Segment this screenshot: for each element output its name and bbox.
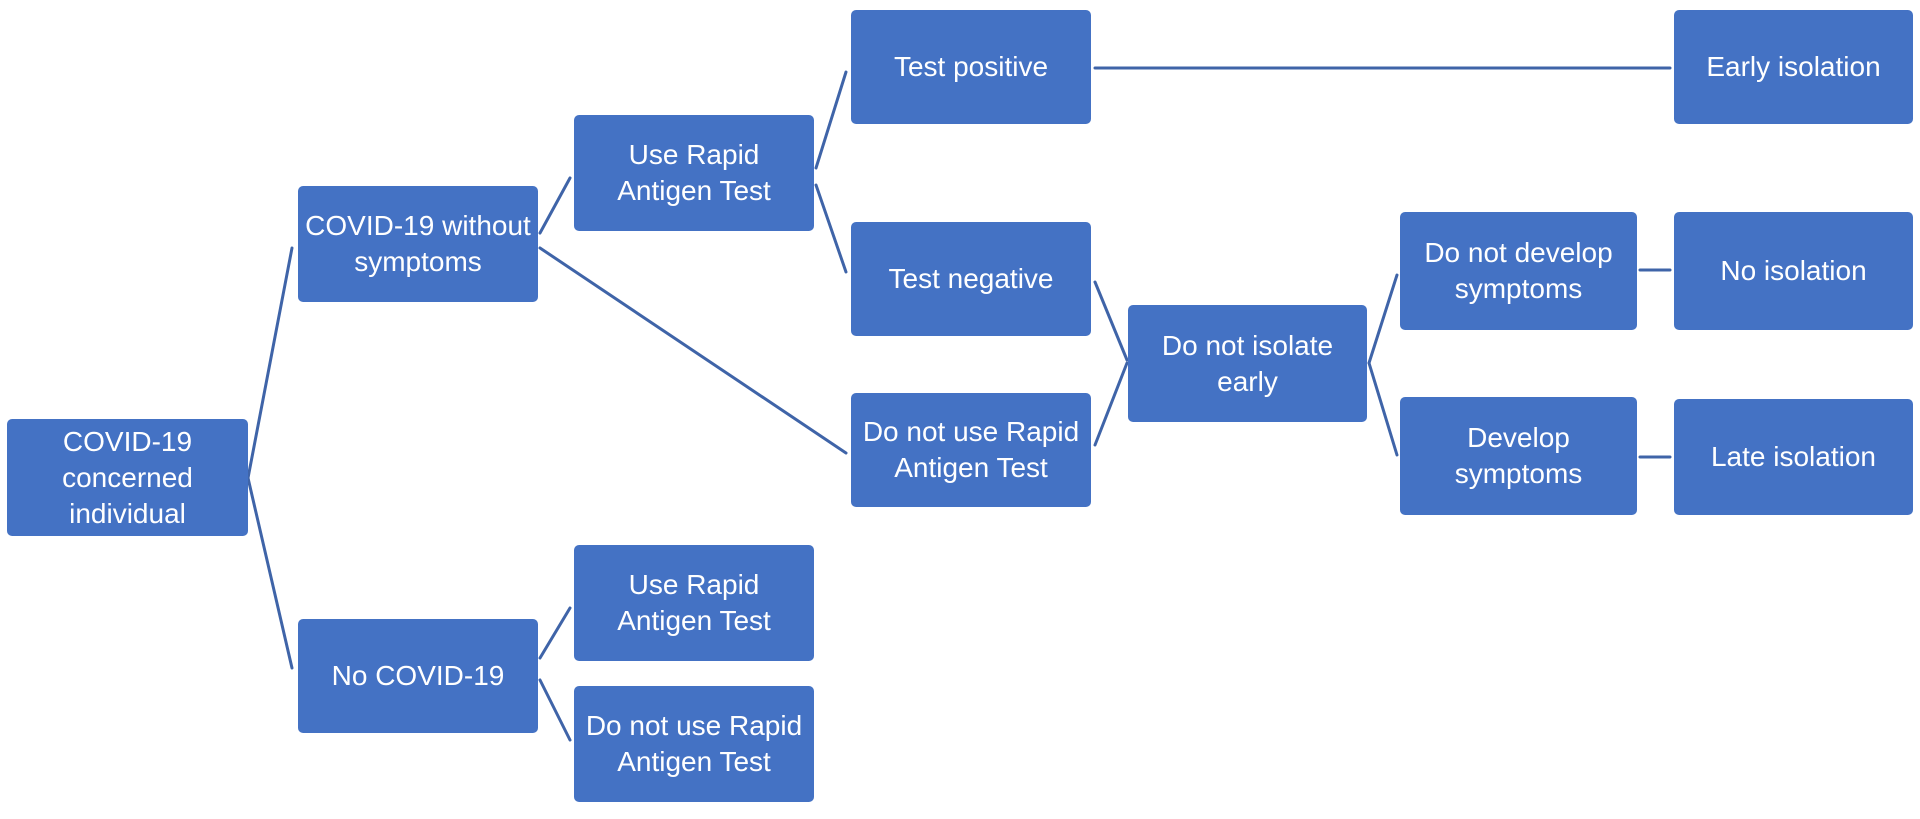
edge-not-use-rat-do-not-isolate bbox=[1093, 361, 1129, 447]
node-do-not-use-rapid-antigen-test-1: Do not use Rapid Antigen Test bbox=[851, 393, 1091, 507]
edge-isolate-not-develop bbox=[1367, 273, 1399, 365]
node-no-isolation: No isolation bbox=[1674, 212, 1913, 330]
edge-no-covid-not-use-rat bbox=[538, 678, 572, 742]
node-test-positive: Test positive bbox=[851, 10, 1091, 124]
edge-use-rat-negative bbox=[814, 183, 848, 274]
edge-isolate-develop bbox=[1367, 361, 1399, 457]
node-do-not-isolate-early: Do not isolate early bbox=[1128, 305, 1367, 422]
node-late-isolation: Late isolation bbox=[1674, 399, 1913, 515]
node-use-rapid-antigen-test-1: Use Rapid Antigen Test bbox=[574, 115, 814, 231]
node-do-not-use-rapid-antigen-test-2: Do not use Rapid Antigen Test bbox=[574, 686, 814, 802]
edge-root-no-covid bbox=[246, 476, 294, 670]
node-test-negative: Test negative bbox=[851, 222, 1091, 336]
node-early-isolation: Early isolation bbox=[1674, 10, 1913, 124]
edge-negative-do-not-isolate bbox=[1093, 280, 1129, 362]
edge-use-rat-positive bbox=[814, 70, 848, 170]
edge-covid-use-rat bbox=[538, 176, 572, 235]
node-use-rapid-antigen-test-2: Use Rapid Antigen Test bbox=[574, 545, 814, 661]
node-covid-concerned-individual: COVID-19 concerned individual bbox=[7, 419, 248, 536]
node-do-not-develop-symptoms: Do not develop symptoms bbox=[1400, 212, 1637, 330]
node-develop-symptoms: Develop symptoms bbox=[1400, 397, 1637, 515]
edge-covid-not-use-rat bbox=[538, 246, 848, 455]
node-no-covid: No COVID-19 bbox=[298, 619, 538, 733]
edge-no-covid-use-rat bbox=[538, 606, 572, 660]
node-covid-without-symptoms: COVID-19 without symptoms bbox=[298, 186, 538, 302]
edge-root-covid bbox=[246, 246, 294, 480]
